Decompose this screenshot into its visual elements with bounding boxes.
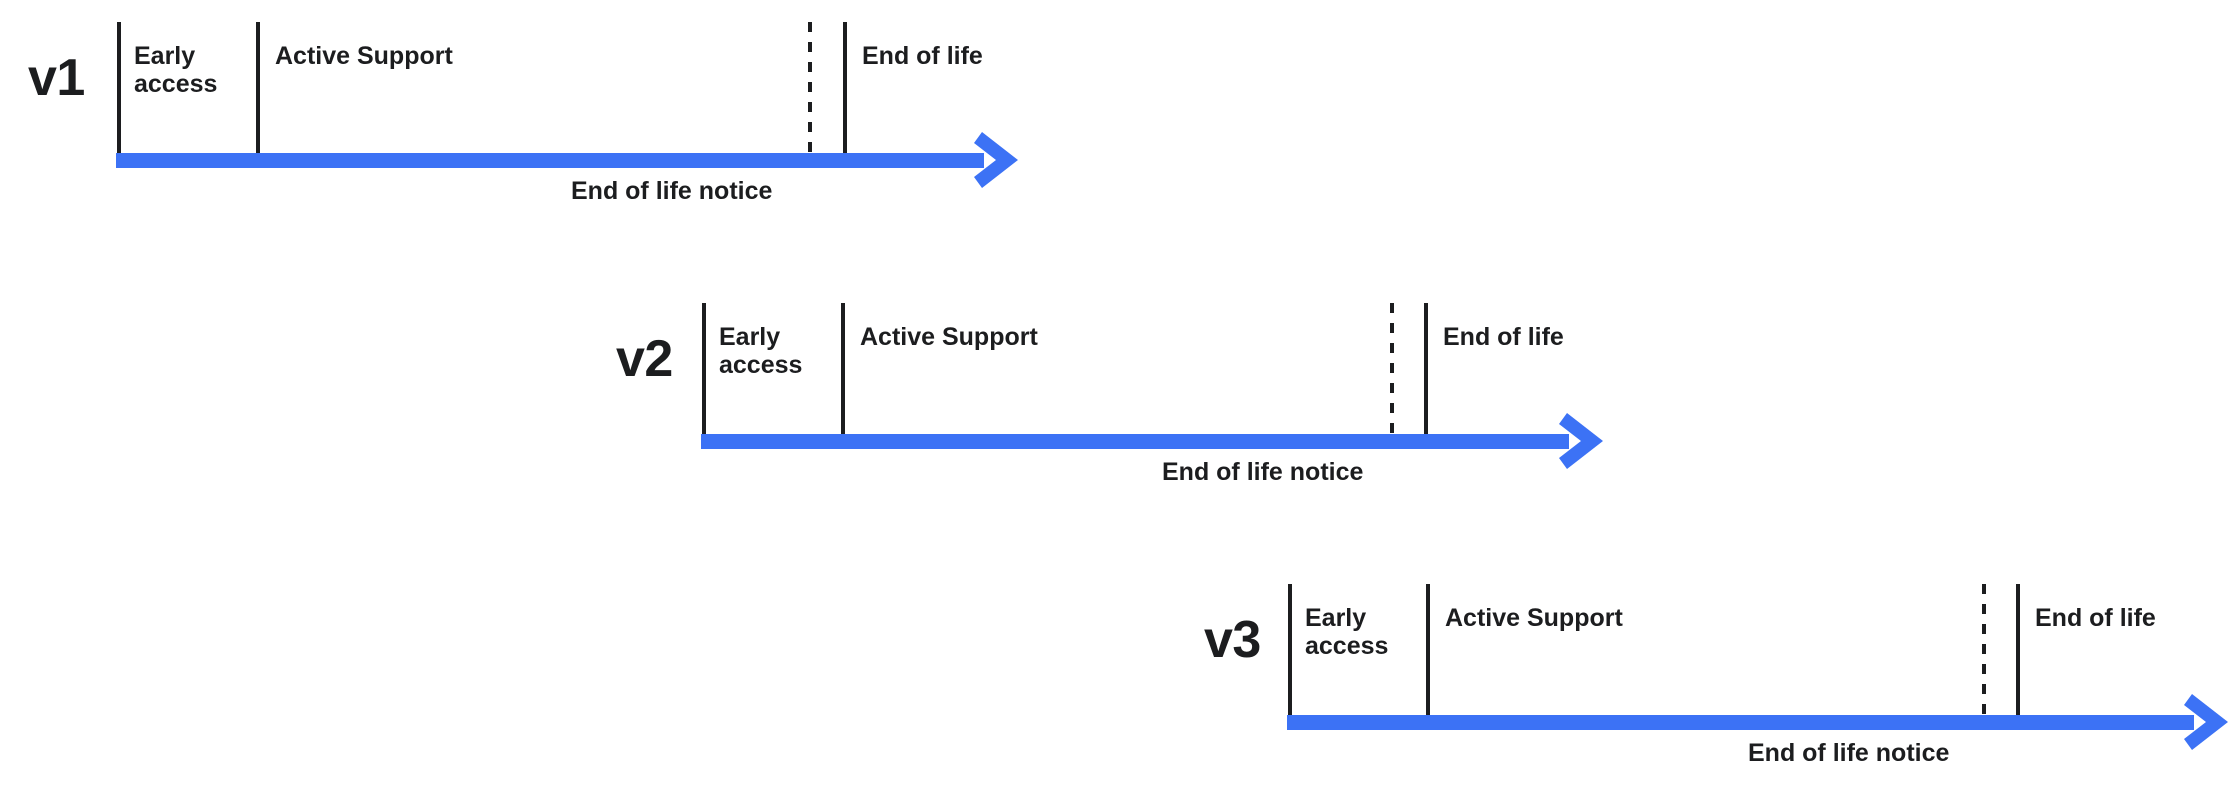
phase-label-end-of-life-v2: End of life bbox=[1443, 323, 1564, 351]
phase-divider-early-access-start-v2 bbox=[702, 303, 706, 436]
phase-divider-end-of-life-start-v3 bbox=[2016, 584, 2020, 717]
phase-label-end-of-life-v1: End of life bbox=[862, 42, 983, 70]
eol-notice-label-v2: End of life notice bbox=[1162, 458, 1364, 486]
phase-divider-early-access-start-v3 bbox=[1288, 584, 1292, 717]
phase-label-early-access-v1: Early access bbox=[134, 42, 218, 98]
support-arrow-v2 bbox=[701, 413, 1603, 469]
eol-notice-label-v3: End of life notice bbox=[1748, 739, 1950, 767]
phase-divider-active-support-start-v3 bbox=[1426, 584, 1430, 717]
phase-divider-eol-notice-v2 bbox=[1390, 303, 1394, 436]
phase-label-early-access-v3: Early access bbox=[1305, 604, 1389, 660]
phase-divider-end-of-life-start-v1 bbox=[843, 22, 847, 155]
support-arrow-head-v2 bbox=[1559, 413, 1603, 469]
version-label-v1: v1 bbox=[28, 49, 85, 107]
eol-notice-label-v1: End of life notice bbox=[571, 177, 773, 205]
support-arrow-line-v2 bbox=[701, 434, 1569, 449]
phase-divider-eol-notice-v3 bbox=[1982, 584, 1986, 717]
support-arrow-head-v1 bbox=[974, 132, 1018, 188]
support-arrow-line-v1 bbox=[116, 153, 984, 168]
support-arrow-head-v3 bbox=[2184, 694, 2228, 750]
support-arrow-line-v3 bbox=[1287, 715, 2194, 730]
phase-divider-early-access-start-v1 bbox=[117, 22, 121, 155]
phase-divider-eol-notice-v1 bbox=[808, 22, 812, 155]
phase-label-active-support-v2: Active Support bbox=[860, 323, 1038, 351]
version-label-v2: v2 bbox=[616, 330, 673, 388]
phase-divider-active-support-start-v1 bbox=[256, 22, 260, 155]
support-arrow-v3 bbox=[1287, 694, 2228, 750]
version-label-v3: v3 bbox=[1204, 611, 1261, 669]
phase-label-active-support-v1: Active Support bbox=[275, 42, 453, 70]
phase-label-early-access-v2: Early access bbox=[719, 323, 803, 379]
phase-label-active-support-v3: Active Support bbox=[1445, 604, 1623, 632]
phase-divider-active-support-start-v2 bbox=[841, 303, 845, 436]
phase-label-end-of-life-v3: End of life bbox=[2035, 604, 2156, 632]
phase-divider-end-of-life-start-v2 bbox=[1424, 303, 1428, 436]
support-arrow-v1 bbox=[116, 132, 1018, 188]
